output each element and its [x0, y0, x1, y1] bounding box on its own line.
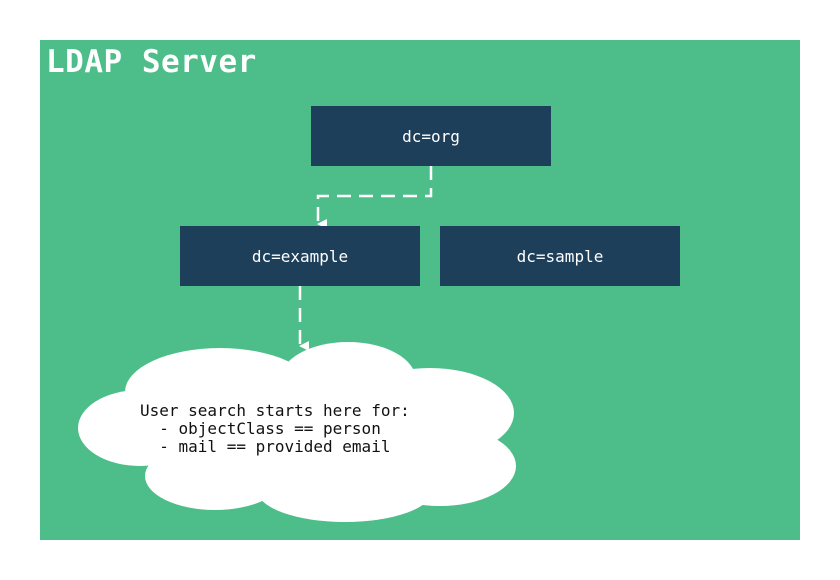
- node-dc-sample: dc=sample: [440, 226, 680, 286]
- node-dc-example: dc=example: [180, 226, 420, 286]
- note-text: User search starts here for: - objectCla…: [140, 402, 410, 456]
- note-cloud: [78, 342, 516, 522]
- edge-org-to-example: [316, 166, 433, 229]
- note-line-2: - objectClass == person: [140, 419, 381, 438]
- container-title: LDAP Server: [46, 44, 257, 80]
- node-dc-org: dc=org: [311, 106, 551, 166]
- note-line-1: User search starts here for:: [140, 401, 410, 420]
- note-line-3: - mail == provided email: [140, 437, 391, 456]
